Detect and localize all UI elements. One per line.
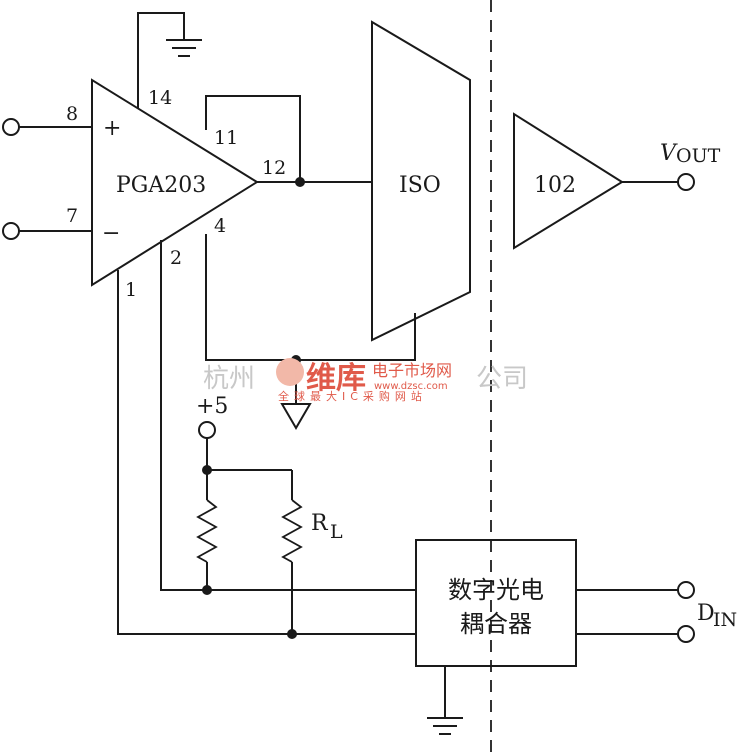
buffer-102: [513, 112, 624, 250]
supply-label: +5: [196, 394, 228, 419]
vout-subscript: OUT: [676, 145, 721, 167]
vout-terminal: [677, 173, 695, 191]
watermark-slogan: 全球最大IC采购网站: [278, 389, 427, 403]
iso-block: [371, 20, 471, 342]
optocoupler-label-line2: 耦合器: [460, 610, 532, 638]
pga203-amplifier: [91, 78, 259, 287]
watermark-logo-icon: [276, 358, 304, 386]
pin-14-label: 14: [148, 87, 172, 109]
pga203-label: PGA203: [116, 173, 206, 198]
wire-pin4-common: [205, 234, 416, 361]
ground-triangle-common: [280, 403, 312, 430]
wire-pin11-feedback: [205, 95, 301, 182]
din-subscript: IN: [713, 609, 737, 631]
watermark-site: 电子市场网: [372, 361, 452, 380]
minus-sign: −: [102, 221, 120, 246]
supply-terminal: [198, 421, 216, 439]
pin-8-label: 8: [66, 103, 78, 125]
pin-7-label: 7: [66, 205, 78, 227]
pin-11-label: 11: [214, 127, 238, 149]
vout-label: V: [660, 141, 678, 166]
pin-1-label: 1: [125, 279, 137, 301]
optocoupler-label-line1: 数字光电: [448, 576, 544, 604]
pin-4-label: 4: [214, 215, 226, 237]
watermark-right: 公司: [476, 364, 528, 394]
pin-12-label: 12: [262, 157, 286, 179]
rl-label: R: [311, 511, 329, 536]
junction-pin1: [287, 629, 297, 639]
watermark-brand: 维库: [306, 361, 366, 396]
watermark-left: 杭州: [203, 364, 255, 394]
iso-label: ISO: [399, 173, 441, 198]
wire-pin14-ground: [137, 12, 185, 108]
resistor-rl: [281, 499, 303, 563]
optocoupler-block: [415, 539, 577, 667]
pin-2-label: 2: [170, 247, 182, 269]
resistor-left: [196, 499, 218, 563]
buffer-102-label: 102: [534, 173, 576, 198]
din-terminal-1: [677, 581, 695, 599]
input-terminal-8: [2, 118, 20, 136]
junction-pin12: [295, 177, 305, 187]
plus-sign: +: [103, 116, 121, 141]
junction-pin2: [202, 585, 212, 595]
watermark-url: www.dzsc.com: [374, 381, 448, 392]
din-terminal-2: [677, 625, 695, 643]
din-label: D: [697, 601, 715, 626]
wire-pin2: [160, 240, 416, 591]
wire-pin1: [117, 270, 416, 635]
input-terminal-7: [2, 222, 20, 240]
rl-subscript: L: [330, 521, 343, 543]
